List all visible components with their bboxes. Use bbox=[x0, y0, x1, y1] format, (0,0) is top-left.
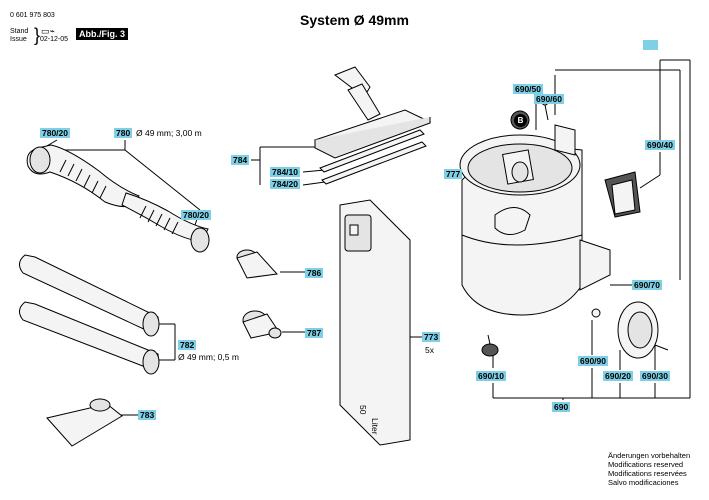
callout-787[interactable]: 787 bbox=[305, 328, 324, 338]
bag-unit: Liter bbox=[370, 418, 380, 435]
spec-hose-long: Ø 49 mm; 3,00 m bbox=[136, 128, 202, 138]
callout-690-60[interactable]: 690/60 bbox=[534, 94, 564, 104]
footer-note-en: Modifications reserved bbox=[608, 460, 684, 469]
bracket-glyph: } bbox=[34, 25, 41, 45]
callout-784-20[interactable]: 784/20 bbox=[270, 179, 300, 189]
footer-note-fr: Modifications reservées bbox=[608, 469, 687, 478]
floor-nozzle-784-drawing bbox=[314, 66, 432, 185]
nozzle-787-drawing bbox=[242, 310, 282, 339]
footer-note-es: Salvo modificaciones bbox=[608, 478, 679, 487]
callout-777[interactable]: 777 bbox=[444, 169, 463, 179]
callout-784-10[interactable]: 784/10 bbox=[270, 167, 300, 177]
color-key-swatch bbox=[643, 40, 658, 50]
callout-786[interactable]: 786 bbox=[305, 268, 324, 278]
vacuum-body-drawing bbox=[459, 98, 669, 359]
figure-label: Abb./Fig. 3 bbox=[76, 28, 128, 40]
issue-date: 02-12-05 bbox=[40, 36, 69, 43]
filter-bag-773-drawing bbox=[339, 199, 411, 446]
callout-690-50[interactable]: 690/50 bbox=[513, 84, 543, 94]
callout-690-20[interactable]: 690/20 bbox=[603, 371, 633, 381]
callout-690-10[interactable]: 690/10 bbox=[476, 371, 506, 381]
hose-780-drawing bbox=[26, 144, 210, 253]
bag-volume: 50 bbox=[358, 405, 368, 415]
spec-bag-qty: 5x bbox=[425, 345, 434, 355]
footer-note-de: Änderungen vorbehalten bbox=[608, 451, 691, 460]
callout-780-20-top[interactable]: 780/20 bbox=[40, 128, 70, 138]
callout-780-20-bottom[interactable]: 780/20 bbox=[181, 210, 211, 220]
callout-b-marker[interactable]: B bbox=[514, 114, 527, 127]
tubes-782-drawing bbox=[19, 254, 160, 375]
callout-690-30[interactable]: 690/30 bbox=[640, 371, 670, 381]
calendar-icon: ▭⌁ bbox=[41, 26, 55, 36]
callout-690-70[interactable]: 690/70 bbox=[632, 280, 662, 290]
callout-784[interactable]: 784 bbox=[231, 155, 250, 165]
stand-label: Stand bbox=[10, 28, 29, 35]
nozzle-783-drawing bbox=[46, 398, 123, 447]
spec-tube-short: Ø 49 mm; 0,5 m bbox=[178, 352, 239, 362]
callout-690[interactable]: 690 bbox=[552, 402, 571, 412]
callout-690-90[interactable]: 690/90 bbox=[578, 356, 608, 366]
page-title: System Ø 49mm bbox=[300, 12, 409, 28]
callout-690-40[interactable]: 690/40 bbox=[645, 140, 675, 150]
nozzle-786-drawing bbox=[236, 249, 279, 279]
part-number: 0 601 975 803 bbox=[10, 12, 55, 19]
callout-773[interactable]: 773 bbox=[422, 332, 441, 342]
callout-783[interactable]: 783 bbox=[138, 410, 157, 420]
issue-label: Issue bbox=[10, 36, 27, 43]
callout-782[interactable]: 782 bbox=[178, 340, 197, 350]
callout-780[interactable]: 780 bbox=[114, 128, 133, 138]
